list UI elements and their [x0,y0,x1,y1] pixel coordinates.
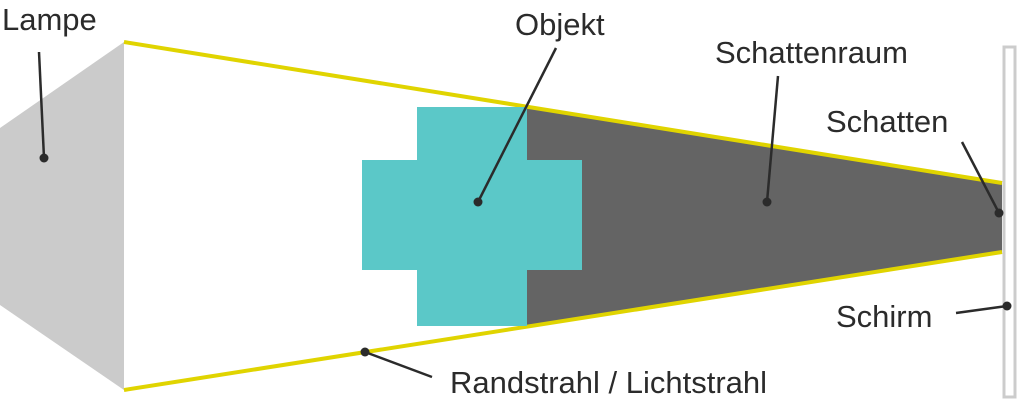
lamp-shape [0,42,124,390]
screen-annotation [955,301,1012,315]
edge-ray-top [123,40,1003,185]
edge-ray-bottom [123,250,1003,392]
lamp-label: Lampe [2,2,97,37]
object-label: Objekt [515,7,605,42]
shadow-space-annotation [762,75,780,207]
object-annotation [473,47,558,207]
edge-ray-label: Randstrahl / Lichtstrahl [450,365,767,400]
screen-label: Schirm [836,299,932,334]
shadow-space-label: Schattenraum [715,35,908,70]
lamp-annotation [37,51,49,163]
shadow-label: Schatten [826,104,948,139]
edge-ray-annotation [360,347,433,379]
shadow-annotation [960,141,1004,218]
screen [1002,45,1017,399]
shadow-space [527,107,1002,326]
